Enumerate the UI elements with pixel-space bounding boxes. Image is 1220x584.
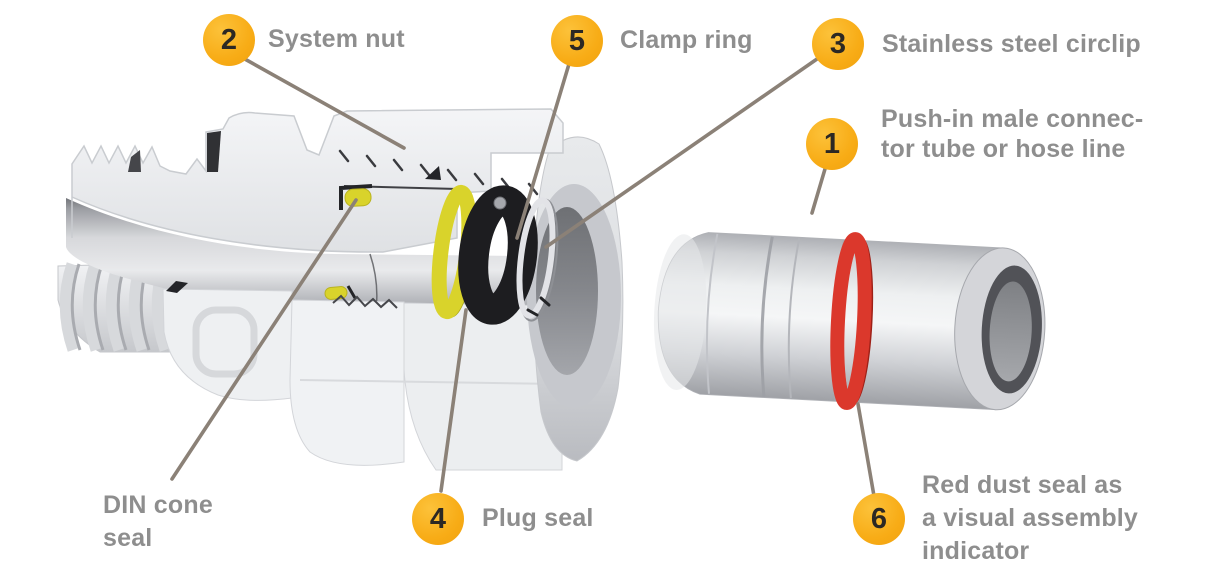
nut-slot bbox=[192, 306, 258, 378]
leader-line-system-nut bbox=[241, 56, 406, 150]
label-din-cone-seal: DIN cone seal bbox=[103, 489, 213, 555]
callout-2-circle: 2 bbox=[203, 14, 255, 66]
barb-rib bbox=[59, 262, 79, 352]
callout-number: 4 bbox=[429, 502, 447, 535]
red-dust-seal-part bbox=[830, 232, 874, 410]
label-line: Red dust seal as bbox=[922, 471, 1123, 499]
callout-number: 2 bbox=[220, 23, 238, 56]
leader-lines bbox=[170, 56, 876, 498]
label-line: DIN cone bbox=[103, 491, 213, 519]
label-line: a visual assembly bbox=[922, 504, 1139, 532]
barb-rib bbox=[82, 262, 102, 352]
leader-line-dust-seal bbox=[856, 402, 876, 498]
leader-line-clamp-ring bbox=[515, 62, 571, 240]
male-connector-plug bbox=[653, 232, 1046, 411]
label-line: seal bbox=[103, 524, 153, 552]
nut-flat-middle bbox=[289, 299, 405, 466]
label-male-connector: Push-in male connec- tor tube or hose li… bbox=[881, 104, 1143, 164]
label-line: Stainless steel circlip bbox=[882, 30, 1141, 58]
callout-1-circle: 1 bbox=[806, 118, 858, 170]
label-line: indicator bbox=[922, 537, 1030, 565]
inner-tube-body bbox=[66, 198, 530, 330]
callout-number: 1 bbox=[823, 127, 841, 160]
leader-line-plug-seal bbox=[439, 308, 468, 493]
din-seal-top bbox=[344, 188, 372, 207]
plug-tip-highlight bbox=[653, 234, 707, 391]
din-cone-seal-part bbox=[324, 184, 398, 309]
thread-arrow bbox=[425, 166, 441, 180]
din-seal-groove-bottom bbox=[346, 285, 357, 299]
cut-notch bbox=[128, 150, 141, 172]
thread-zigzag-bottom bbox=[332, 294, 398, 309]
plug-groove bbox=[760, 236, 774, 397]
label-dust-seal: Red dust seal as a visual assembly indic… bbox=[922, 469, 1138, 568]
label-clamp-ring: Clamp ring bbox=[620, 25, 753, 56]
nut-slot-shadow bbox=[166, 281, 188, 293]
clamp-ring-pin bbox=[493, 196, 507, 210]
leader-line-male-connector bbox=[810, 167, 827, 215]
label-circlip: Stainless steel circlip bbox=[882, 29, 1141, 60]
plug-groove bbox=[787, 238, 801, 399]
dust-seal-ring bbox=[830, 232, 872, 410]
callout-number: 5 bbox=[568, 24, 586, 57]
label-line: tor tube or hose line bbox=[881, 135, 1126, 163]
plug-seam bbox=[705, 233, 719, 394]
callout-3-circle: 3 bbox=[812, 18, 864, 70]
thread-tick-row bbox=[338, 149, 539, 196]
nut-flat-left bbox=[162, 288, 293, 401]
callout-number: 6 bbox=[870, 502, 888, 535]
cut-slot bbox=[207, 131, 221, 172]
din-seal-groove bbox=[339, 184, 373, 210]
label-line: System nut bbox=[268, 25, 405, 53]
fitting-cutaway bbox=[57, 108, 624, 471]
barb-groove bbox=[70, 263, 151, 351]
label-line: Push-in male connec- bbox=[881, 105, 1144, 133]
circlip-split bbox=[526, 296, 551, 317]
din-seal-bottom bbox=[324, 286, 348, 300]
plug-bore-interior bbox=[989, 281, 1032, 382]
callout-4-circle: 4 bbox=[412, 493, 464, 545]
leader-line-din-cone-seal bbox=[170, 198, 358, 481]
label-line: Plug seal bbox=[482, 504, 594, 532]
label-system-nut: System nut bbox=[268, 24, 405, 55]
nut-flat-edge bbox=[299, 379, 561, 385]
callout-5-circle: 5 bbox=[551, 15, 603, 67]
leader-line-circlip bbox=[544, 57, 819, 249]
label-plug-seal: Plug seal bbox=[482, 503, 594, 534]
circlip-ring bbox=[516, 197, 556, 319]
nut-flat-right bbox=[403, 302, 563, 471]
nut-lower-body bbox=[162, 281, 563, 471]
callout-number: 3 bbox=[829, 27, 847, 60]
hose-barb bbox=[57, 262, 173, 353]
label-line: Clamp ring bbox=[620, 26, 753, 54]
circlip-part bbox=[516, 197, 559, 322]
callout-6-circle: 6 bbox=[853, 493, 905, 545]
